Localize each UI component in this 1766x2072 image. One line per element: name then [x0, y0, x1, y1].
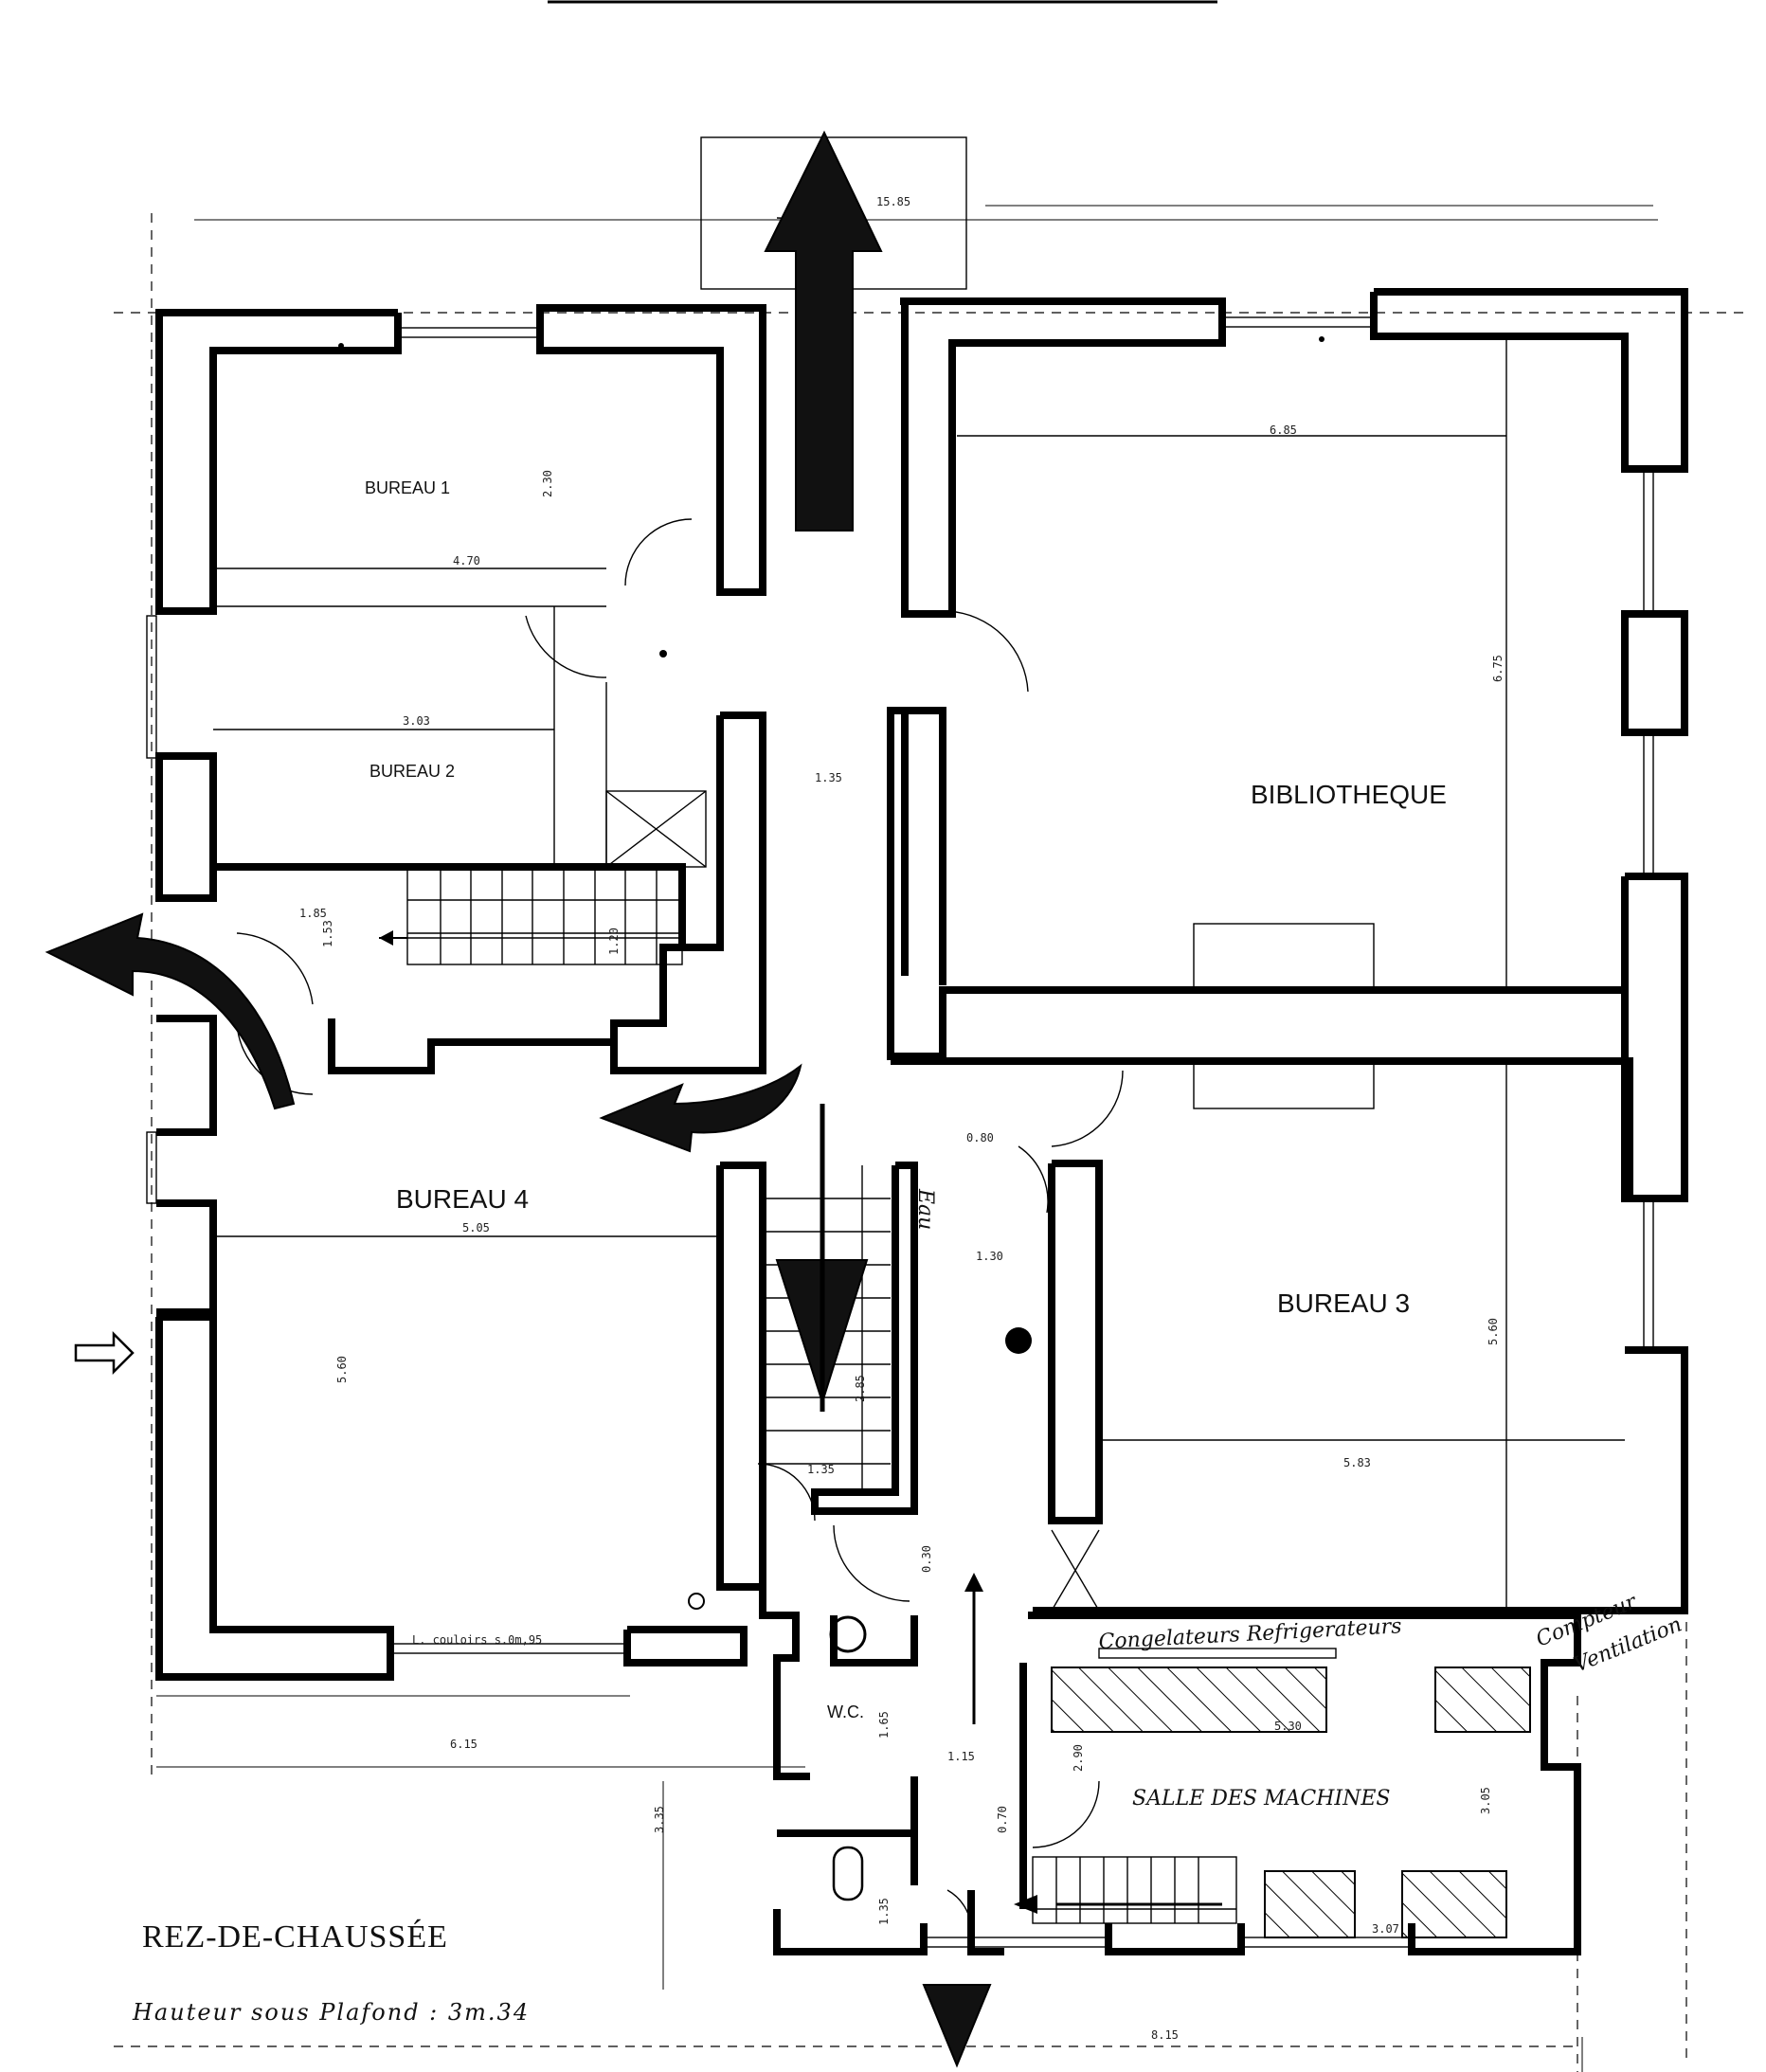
- svg-text:1.53: 1.53: [321, 920, 334, 947]
- plan-title: REZ-DE-CHAUSSÉE: [142, 1919, 448, 1955]
- svg-text:3.03: 3.03: [403, 714, 430, 728]
- walls: [155, 288, 1688, 1955]
- valve-icon: [1005, 1327, 1032, 1354]
- svg-text:3.05: 3.05: [1479, 1787, 1492, 1814]
- arrow-left-corridor-icon: [599, 1063, 802, 1153]
- svg-text:1.65: 1.65: [877, 1711, 891, 1739]
- svg-text:6.75: 6.75: [1491, 655, 1505, 682]
- room-label-bureau-2: BUREAU 2: [369, 762, 455, 781]
- partitions: [213, 336, 1625, 1611]
- svg-text:3.07: 3.07: [1372, 1922, 1399, 1936]
- svg-text:5.83: 5.83: [1343, 1456, 1371, 1469]
- room-label-bureau-1: BUREAU 1: [365, 478, 450, 497]
- room-label-wc: W.C.: [827, 1703, 864, 1721]
- svg-text:2.85: 2.85: [854, 1375, 867, 1402]
- svg-text:1.35: 1.35: [807, 1463, 835, 1476]
- svg-text:0.80: 0.80: [966, 1131, 994, 1144]
- ceiling-height-label: Hauteur sous Plafond : 3m.34: [132, 1999, 530, 2026]
- svg-text:1.30: 1.30: [976, 1250, 1003, 1263]
- svg-text:8.15: 8.15: [1151, 2028, 1179, 2042]
- freezers: [1051, 1667, 1531, 1938]
- dimension-guides: [114, 205, 1743, 2072]
- annotation-couloir: L. couloirs s.0m,95: [412, 1633, 542, 1647]
- evacuation-arrows: [45, 130, 1222, 2068]
- svg-text:5.60: 5.60: [1487, 1318, 1500, 1345]
- svg-text:1.35: 1.35: [815, 771, 842, 784]
- room-label-bureau-3: BUREAU 3: [1277, 1288, 1410, 1318]
- fixtures: [338, 336, 1324, 1901]
- pipe-icon: [688, 1593, 705, 1610]
- svg-text:6.15: 6.15: [450, 1738, 478, 1751]
- stairs-upper: [379, 869, 683, 965]
- sink-icon: [829, 1615, 867, 1653]
- svg-text:1.35: 1.35: [877, 1898, 891, 1925]
- svg-text:1.20: 1.20: [607, 928, 621, 955]
- arrow-up-icon: [764, 130, 883, 532]
- svg-text:15.85: 15.85: [876, 195, 910, 208]
- room-label-salle-machines: SALLE DES MACHINES: [1132, 1787, 1391, 1811]
- svg-text:0.30: 0.30: [920, 1545, 933, 1573]
- room-label-bibliotheque: BIBLIOTHEQUE: [1251, 780, 1447, 809]
- svg-text:1.85: 1.85: [299, 907, 327, 920]
- toilet-icon: [832, 1846, 864, 1901]
- svg-text:3.35: 3.35: [653, 1806, 666, 1833]
- dimension-labels: 15.85 6.85 6.75 4.70 2.30 3.03 1.35 1.85…: [299, 195, 1505, 2042]
- arrow-down-exit-icon: [922, 1984, 992, 2068]
- svg-text:0.70: 0.70: [996, 1806, 1009, 1833]
- svg-text:5.05: 5.05: [462, 1221, 490, 1234]
- svg-text:5.30: 5.30: [1274, 1720, 1302, 1733]
- svg-text:6.85: 6.85: [1270, 423, 1297, 437]
- room-label-bureau-4: BUREAU 4: [396, 1184, 529, 1214]
- annotation-eau: Eau: [913, 1188, 937, 1230]
- svg-text:2.30: 2.30: [541, 470, 554, 497]
- svg-text:5.60: 5.60: [335, 1356, 349, 1383]
- stairs-machines: [1032, 1856, 1237, 1924]
- svg-text:2.90: 2.90: [1072, 1744, 1085, 1772]
- entry-arrow-icon: [74, 1330, 135, 1376]
- arrow-left-icon: [45, 912, 296, 1110]
- svg-text:1.15: 1.15: [947, 1750, 975, 1763]
- svg-text:4.70: 4.70: [453, 554, 480, 568]
